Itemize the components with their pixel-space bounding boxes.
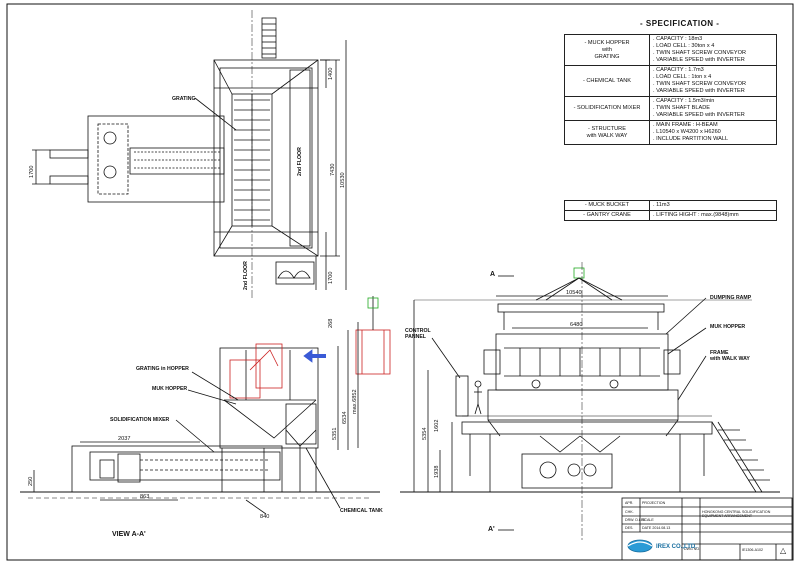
company-logo: IREX CO.,LTD. [656,544,697,550]
dim-5351: 5351 [332,427,338,440]
muck-hopper-label: MUK HOPPER [152,386,188,392]
spec-item-name: - MUCK BUCKET [564,200,650,211]
tb-project: HONGKONG CENTRAL SOLIDIFICATION EQUIPMEN… [702,510,771,518]
spec-item-values: . MAIN FRAME : H-BEAM. L10540 x W4200 x … [649,120,777,145]
tb-apr: APR. [625,501,634,505]
grating-in-hopper-label: GRATING in HOPPER [136,366,189,372]
dim-6534: 6534 [342,411,348,424]
dim-6480: 6480 [570,322,583,328]
specification-table-2: - MUCK BUCKET. 11m3- GANTRY CRANE. LIFTI… [564,200,777,221]
dim-10530: 10530 [340,172,346,188]
title-block [621,497,793,561]
specification-title: - SPECIFICATION - [640,19,720,28]
second-floor-label-b: 2nd FLOOR [243,261,249,290]
spec-row: - SOLIDIFICATION MIXER. CAPACITY : 1.5m3… [564,96,777,121]
spec-item-values: . LIFTING HIGHT : max.(9848)mm [649,210,777,221]
second-floor-label-a: 2nd FLOOR [297,147,303,176]
chemical-tank-label: CHEMICAL TANK [340,508,383,514]
dim-1602: 1602 [434,419,440,432]
tb-scale: SCALE [642,518,654,522]
dim-268: 268 [328,318,334,328]
spec-item-name: - CHEMICAL TANK [564,65,650,97]
side-view [20,296,391,515]
dim-250: 250 [28,476,34,486]
dim-1700-bottom: 1700 [328,271,334,284]
dim-1938: 1938 [434,465,440,478]
revision-triangle-icon: △ [780,546,787,555]
muk-hopper-front-label: MUK HOPPER [710,324,746,330]
view-caption: VIEW A-A' [112,531,146,538]
dim-1400: 1400 [328,67,334,80]
spec-item-values: . CAPACITY : 18m3. LOAD CELL : 30ton x 4… [649,34,777,66]
dim-max-6852: max.6852 [352,389,358,414]
dim-7430: 7430 [330,163,336,176]
spec-row: - CHEMICAL TANK. CAPACITY : 1.7m3. LOAD … [564,65,777,97]
front-view [400,262,780,540]
spec-item-values: . CAPACITY : 1.7m3. LOAD CELL : 1ton x 4… [649,65,777,97]
dim-10540: 10540 [566,290,582,296]
solidification-mixer-label: SOLIDIFICATION MIXER [110,417,170,423]
tb-dwg-label: DWG NO. [684,547,701,551]
tb-date: DATE 2014.08.13 [642,526,671,530]
tb-des: DES. [625,526,634,530]
spec-item-values: . CAPACITY : 1.5m3/min. TWIN SHAFT BLADE… [649,96,777,121]
tb-drw: DRW. D.LEE [625,518,646,522]
frame-walkway-label: FRAME with WALK WAY [710,350,750,362]
tb-projection: PROJECTION [642,501,666,505]
control-panel-label: CONTROL PANNEL [405,328,431,340]
section-a-prime-marker: A' [488,526,495,533]
dim-840: 840 [260,514,270,520]
dim-2037: 2037 [118,436,131,442]
spec-row: - GANTRY CRANE. LIFTING HIGHT : max.(984… [564,210,777,221]
tb-dwg-no: IE1306-A102 [742,548,763,552]
dim-1700-left: 1700 [29,165,35,178]
spec-item-name: - SOLIDIFICATION MIXER [564,96,650,121]
dim-863: 863 [140,494,150,500]
dim-5354: 5354 [422,427,428,440]
spec-item-values: . 11m3 [649,200,777,211]
tb-chk: CHK. [625,510,634,514]
section-a-marker: A [490,271,496,278]
dumping-ramp-label: DUMPING RAMP [710,295,752,301]
spec-item-name: - GANTRY CRANE [564,210,650,221]
plan-view [32,10,347,300]
spec-row: - MUCK BUCKET. 11m3 [564,200,777,211]
grating-label: GRATING [172,96,196,102]
